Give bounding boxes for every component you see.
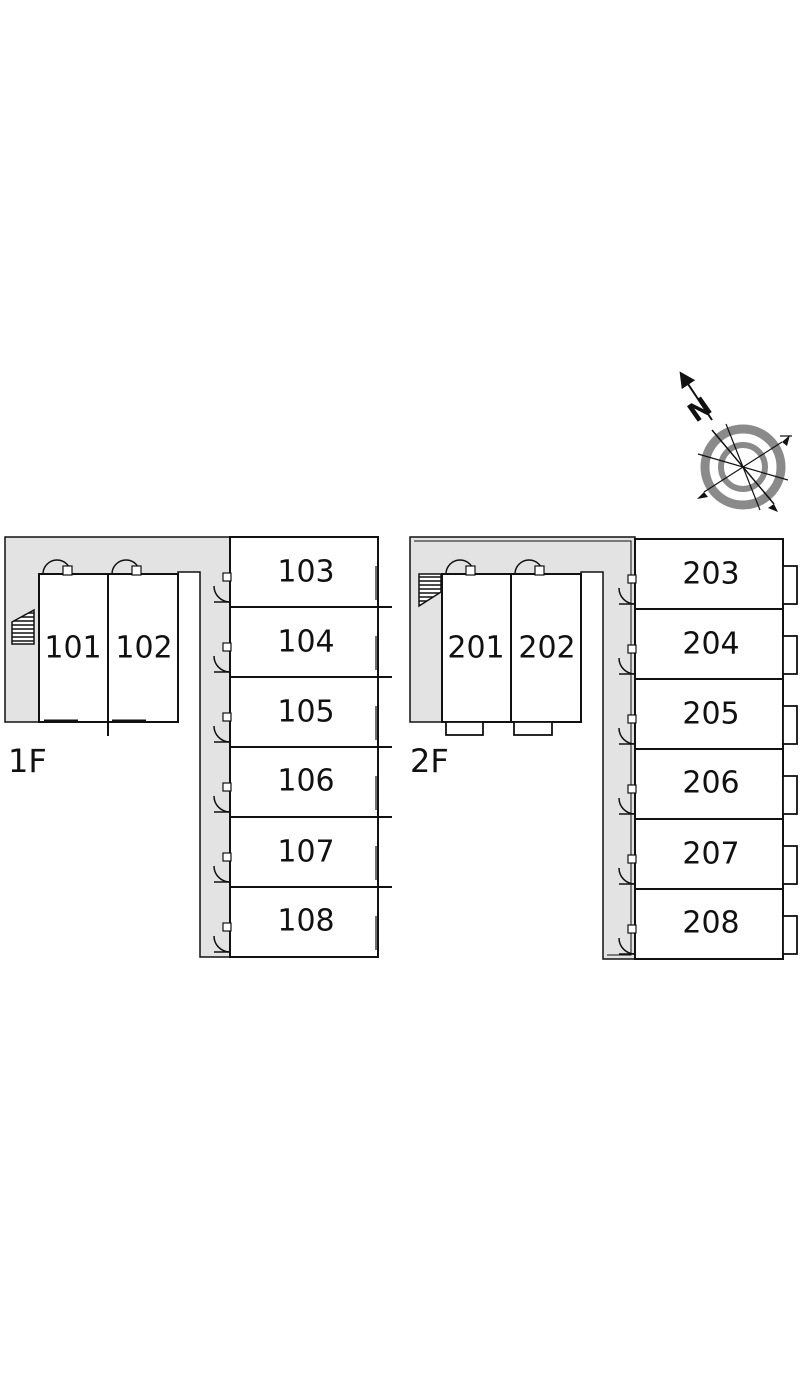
room-label-102: 102 [115, 631, 172, 666]
room-label-206: 206 [682, 766, 739, 801]
room-202 [510, 573, 582, 723]
room-label-204: 204 [682, 627, 739, 662]
compass-rose: N [679, 371, 792, 512]
north-arrow [679, 371, 713, 421]
room-label-101: 101 [44, 631, 101, 666]
room-label-108: 108 [277, 904, 334, 939]
room-label-201: 201 [447, 631, 504, 666]
stairs-2f [418, 573, 442, 608]
room-label-207: 207 [682, 837, 739, 872]
right-block-1f [229, 536, 392, 958]
right-block-2f [634, 538, 798, 960]
room-label-107: 107 [277, 835, 334, 870]
floor-label-2f: 2F [410, 742, 449, 780]
floor-1f: 101 102 103 104 105 106 107 108 1F [4, 536, 392, 958]
stairs-1f [11, 608, 35, 645]
compass-north-letter: N [683, 392, 718, 429]
doors-1f-right [213, 572, 232, 953]
balcony-201 [445, 721, 484, 736]
room-label-104: 104 [277, 625, 334, 660]
room-label-205: 205 [682, 697, 739, 732]
floor-2f: 201 202 203 204 205 206 207 208 2F [409, 536, 798, 960]
room-label-106: 106 [277, 764, 334, 799]
balcony-202 [513, 721, 553, 736]
room-label-202: 202 [518, 631, 575, 666]
doors-2f-right [618, 574, 637, 955]
room-label-103: 103 [277, 555, 334, 590]
room-label-208: 208 [682, 906, 739, 941]
floor-label-1f: 1F [8, 742, 47, 780]
room-label-105: 105 [277, 695, 334, 730]
room-label-203: 203 [682, 557, 739, 592]
